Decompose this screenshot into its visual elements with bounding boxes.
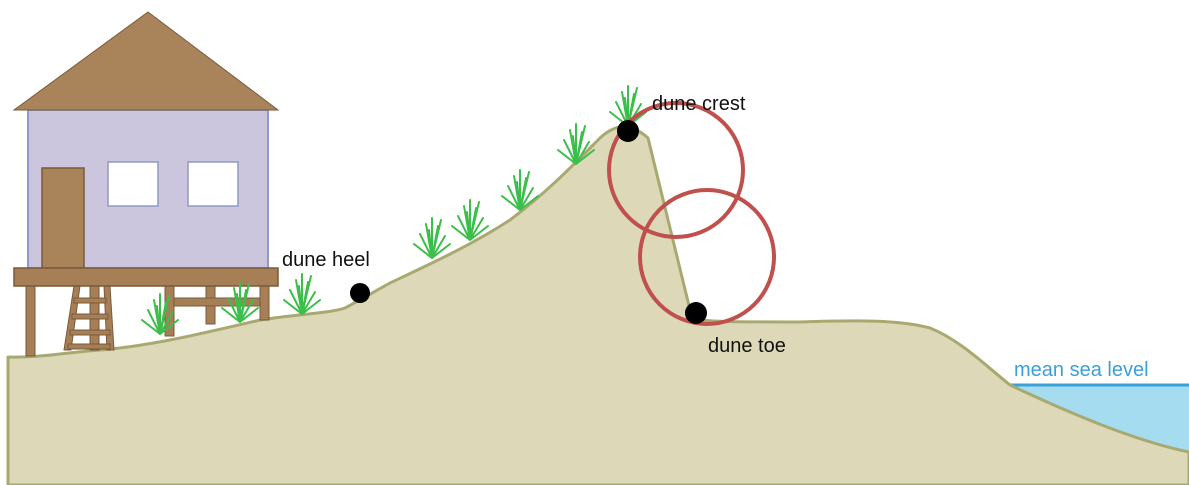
dune-heel-marker [350,283,370,303]
mean-sea-level-label: mean sea level [1014,360,1149,380]
dune-crest-label: dune crest [652,94,745,114]
dune-heel-label: dune heel [282,250,370,270]
dune-crest-marker [617,120,639,142]
ladder [64,286,114,350]
dune-toe-label: dune toe [708,336,786,356]
dune-toe-marker [685,302,707,324]
